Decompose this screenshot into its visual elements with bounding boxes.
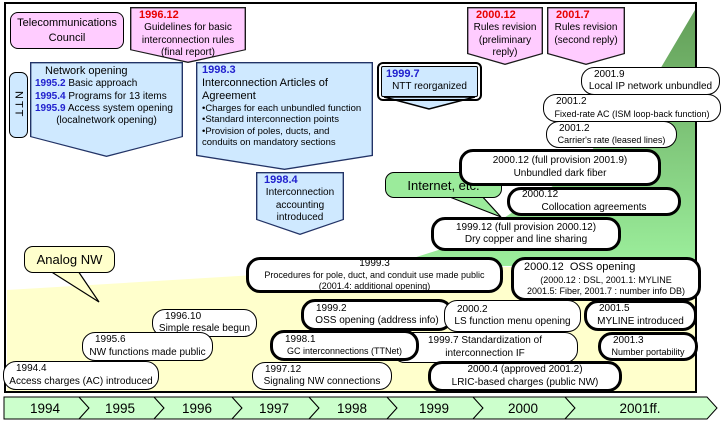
banner-title: Network opening [45,65,128,77]
banner-date: 2001.7 [556,9,590,21]
ntt-label: NTT [12,91,25,119]
banner-date: 1998.3 [202,64,236,76]
banner-fill [131,8,245,62]
timeline-year: 2001ff. [619,401,660,416]
banner-date: 1998.4 [264,174,298,186]
council-line: Council [48,31,86,44]
event-unbundled-dark-fiber: 2000.12 (full provision 2001.9)Unbundled… [459,149,661,186]
banner-network-opening: Network opening 1995.2 Basic approach 19… [30,62,183,157]
timeline-year: 1999 [419,401,449,416]
banner-date: 2000.12 [476,9,516,21]
timeline-year: 1994 [30,401,61,416]
timeline-year: 1995 [105,401,135,416]
year-timeline: 1994 1995 1996 1997 1998 1999 2000 2001f… [3,396,718,420]
timeline-year: 1996 [182,401,212,416]
banner-guidelines-1996: 1996.12 Guidelines for basic interconnec… [130,7,246,63]
banner-rules-preliminary-2000: 2000.12 Rules revision (preliminary repl… [467,7,543,65]
banner-date: 1999.7 [386,68,420,80]
analog-bubble-tail [47,270,100,303]
banner-interconnection-accounting: 1998.4 Interconnection accounting introd… [256,172,344,235]
ntt-label-tab: NTT [9,72,28,138]
banner-date: 1996.12 [139,9,179,21]
event-lric-based-charges: 2000.4 (approved 2001.2)LRIC-based charg… [428,361,622,392]
timeline-year: 2000 [508,401,538,416]
event-oss-opening-2000: 2000.12 OSS opening(2000.12 : DSL, 2001.… [511,257,701,301]
timeline-year: 1998 [337,401,367,416]
timeline-segment [563,396,718,420]
event-dry-copper-line-sharing: 1999.12 (full provision 2000.12)Dry copp… [431,217,621,251]
ntt-reorganized-box: 1999.7 NTT reorganized [377,62,482,101]
telecom-council-box: Telecommunications Council [10,12,124,49]
banner-rules-second-2001: 2001.7 Rules revision (second reply) [547,7,625,65]
banner-note: (localnetwork opening) [56,114,157,126]
timeline-year: 1997 [259,401,289,416]
ntt-reorganized-swoosh [383,96,476,110]
council-line: Telecommunications [17,16,117,29]
banner-interconnection-articles: 1998.3 Interconnection Articles of Agree… [196,62,373,170]
banner-title: Interconnection Articles of Agreement [202,77,328,103]
analog-nw-bubble: Analog NW [24,246,115,273]
